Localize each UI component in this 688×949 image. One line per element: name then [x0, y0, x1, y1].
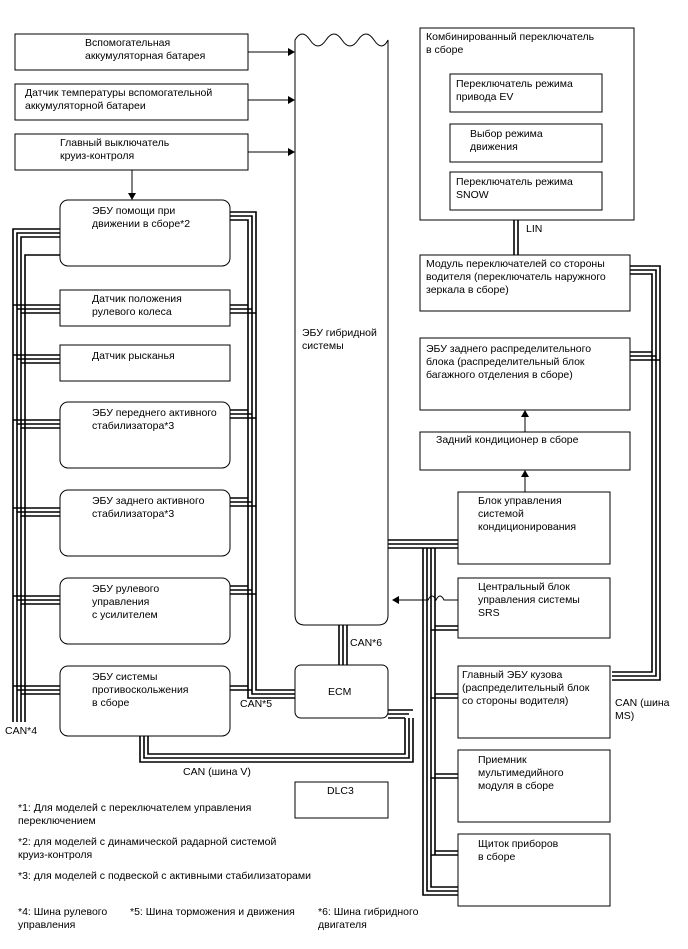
ev-mode-switch-label: Переключатель режима привода EV	[456, 78, 573, 103]
snow-switch-label: Переключатель режима SNOW	[456, 176, 573, 201]
skid-control-ecu-box	[59, 665, 231, 737]
footnote-6: *6: Шина гибридного двигателя	[318, 906, 419, 931]
footnote-1: *1: Для моделей с переключателем управле…	[18, 802, 252, 827]
aux-battery-temp-box	[14, 83, 249, 121]
main-body-ecu-box	[457, 665, 611, 739]
rear-ac-label: Задний кондиционер в сборе	[436, 434, 579, 446]
steering-angle-sensor-box	[59, 289, 231, 327]
signal-arrows	[128, 48, 529, 604]
power-steering-ecu-label: ЭБУ рулевого управления с усилителем	[92, 583, 160, 621]
can6-bus	[338, 625, 348, 665]
driver-switch-module-box	[419, 254, 631, 312]
skid-control-ecu-label: ЭБУ системы противоскольжения в сборе	[92, 671, 189, 709]
can5-bus	[229, 211, 295, 699]
multimedia-receiver-box	[457, 749, 611, 823]
driving-support-ecu-label: ЭБУ помощи при движении в сборе*2	[92, 205, 191, 230]
main-body-ecu-label: Главный ЭБУ кузова (распределительный бл…	[462, 669, 590, 707]
cruise-switch-box	[14, 133, 249, 171]
ev-mode-switch-box	[449, 73, 603, 113]
front-stabilizer-ecu-label: ЭБУ переднего активного стабилизатора*3	[92, 407, 217, 432]
cruise-switch-label: Главный выключатель круиз-контроля	[60, 137, 170, 162]
can-v-label: CAN (шина V)	[183, 766, 251, 778]
ac-control-box	[457, 491, 611, 565]
ecm-label: ECM	[328, 686, 352, 698]
right-can-bus	[388, 265, 661, 896]
hybrid-ecu-label: ЭБУ гибридной системы	[302, 327, 377, 352]
can-v-bus	[139, 709, 414, 763]
yaw-sensor-label: Датчик рысканья	[92, 350, 175, 362]
srs-center-label: Центральный блок управления системы SRS	[478, 581, 580, 619]
rear-stabilizer-ecu-label: ЭБУ заднего активного стабилизатора*3	[92, 495, 205, 520]
lin-label: LIN	[526, 223, 543, 235]
footnote-4: *4: Шина рулевого управления	[18, 906, 108, 931]
power-steering-ecu-box	[59, 577, 231, 645]
aux-battery-temp-label: Датчик температуры вспомогательной аккум…	[25, 87, 213, 112]
can4-label: CAN*4	[5, 725, 38, 737]
ac-control-label: Блок управления системой кондиционирован…	[478, 495, 577, 533]
footnote-5: *5: Шина торможения и движения	[130, 906, 295, 918]
drive-mode-select-box	[449, 123, 603, 163]
can5-label: CAN*5	[240, 698, 273, 710]
can-ms-label: CAN (шина MS)	[615, 697, 670, 722]
driving-support-ecu-box	[59, 199, 231, 267]
can4-bus	[12, 228, 60, 722]
combination-switch-label: Комбинированный переключатель в сборе	[426, 31, 595, 56]
hybrid-ecu-box	[294, 33, 389, 626]
dlc3-label: DLC3	[327, 785, 354, 797]
snow-switch-box	[449, 171, 603, 211]
front-stabilizer-ecu-box	[59, 401, 231, 469]
lin-bus	[513, 220, 519, 255]
dlc3-box	[294, 781, 389, 819]
yaw-sensor-box	[59, 344, 231, 382]
steering-angle-sensor-label: Датчик положения рулевого колеса	[92, 293, 182, 318]
can6-label: CAN*6	[350, 637, 383, 649]
rear-stabilizer-ecu-box	[59, 489, 231, 557]
rear-junction-ecu-label: ЭБУ заднего распределительного блока (ра…	[426, 343, 592, 381]
meter-label: Щиток приборов в сборе	[478, 838, 559, 863]
footnote-2: *2: для моделей с динамической радарной …	[18, 836, 277, 861]
meter-box	[457, 833, 611, 907]
srs-center-box	[457, 577, 611, 639]
ecm-box	[294, 664, 389, 719]
footnote-3: *3: для моделей с подвеской с активными …	[18, 870, 311, 882]
multimedia-receiver-label: Приемник мультимедийного модуля в сборе	[478, 754, 564, 792]
aux-battery-label: Вспомогательная аккумуляторная батарея	[85, 37, 206, 62]
drive-mode-select-label: Выбор режима движения	[470, 128, 543, 153]
driver-switch-module-label: Модуль переключателей со стороны водител…	[426, 258, 606, 296]
